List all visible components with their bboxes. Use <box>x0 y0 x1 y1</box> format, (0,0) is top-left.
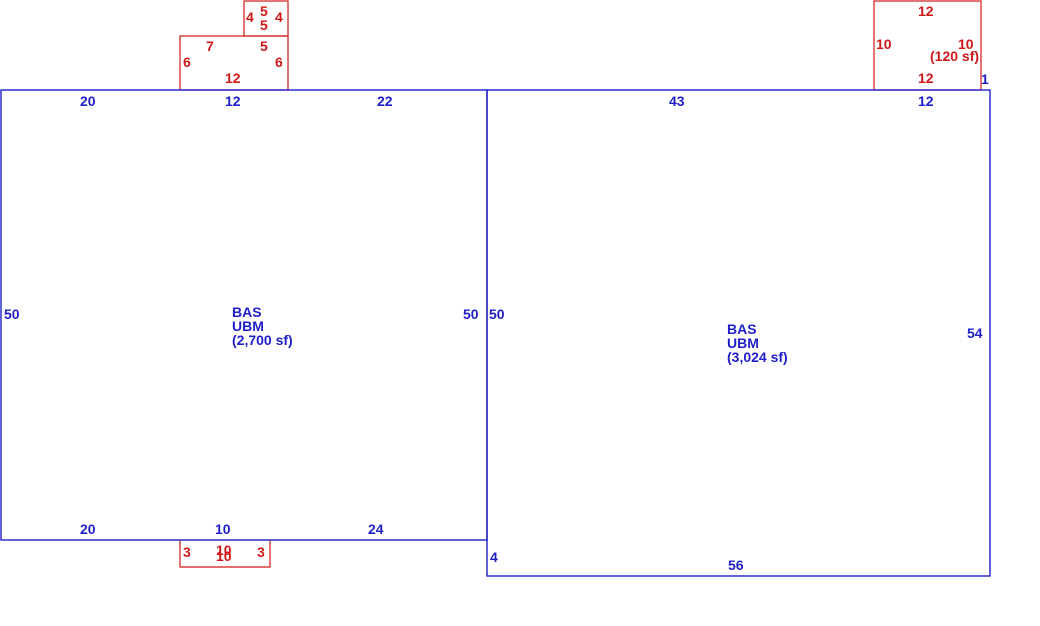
area-right-dim-top-left: 43 <box>669 93 685 109</box>
area-right-code-bas: BAS <box>727 321 757 337</box>
area-left-dim-bottom-right: 24 <box>368 521 384 537</box>
area-left-dim-bottom-mid: 10 <box>215 521 231 537</box>
addition-top-small-dim-left: 4 <box>246 9 254 25</box>
addition-top-small-dim-top: 5 <box>260 3 268 19</box>
addition-top-small-dim-right: 4 <box>275 9 283 25</box>
area-right-dim-left: 50 <box>489 306 505 322</box>
area-left-code-ubm: UBM <box>232 318 264 334</box>
addition-top-right-dim-right: 10 <box>958 36 974 52</box>
area-left-dim-bottom-left: 20 <box>80 521 96 537</box>
area-left-square-footage: (2,700 sf) <box>232 332 293 348</box>
addition-top-mid-dim-top-right: 5 <box>260 38 268 54</box>
area-left-dim-right: 50 <box>463 306 479 322</box>
area-left-code-bas: BAS <box>232 304 262 320</box>
area-right-dim-right: 54 <box>967 325 983 341</box>
addition-top-small-dim-inner: 5 <box>260 17 268 33</box>
addition-top-right-area: (120 sf) <box>930 48 979 64</box>
area-right-outline <box>486 89 991 577</box>
area-right-dim-top-right: 12 <box>918 93 934 109</box>
area-right-dim-corner-right: 1 <box>981 71 989 87</box>
addition-bottom-stoop-dim-left: 3 <box>183 544 191 560</box>
area-right-square-footage: (3,024 sf) <box>727 349 788 365</box>
area-left-dim-top-mid: 12 <box>225 93 241 109</box>
addition-top-right-dim-top: 12 <box>918 3 934 19</box>
addition-top-right-dim-left: 10 <box>876 36 892 52</box>
area-left-dim-left: 50 <box>4 306 20 322</box>
area-left-dim-top-right: 22 <box>377 93 393 109</box>
addition-top-mid-dim-bottom: 12 <box>225 70 241 86</box>
addition-bottom-stoop-dim-mid-a: 10 <box>216 542 232 558</box>
addition-bottom-stoop-dim-mid-b: 10 <box>216 548 232 564</box>
addition-bottom-stoop-outline <box>179 540 271 568</box>
addition-top-mid-dim-right: 6 <box>275 54 283 70</box>
addition-top-right-dim-bottom: 12 <box>918 70 934 86</box>
area-right-dim-corner-left: 4 <box>490 549 498 565</box>
addition-top-mid-dim-top-left: 7 <box>206 38 214 54</box>
area-right-code-ubm: UBM <box>727 335 759 351</box>
area-left-dim-top-left: 20 <box>80 93 96 109</box>
addition-top-mid-dim-left: 6 <box>183 54 191 70</box>
area-right-dim-bottom: 56 <box>728 557 744 573</box>
addition-bottom-stoop-dim-right: 3 <box>257 544 265 560</box>
